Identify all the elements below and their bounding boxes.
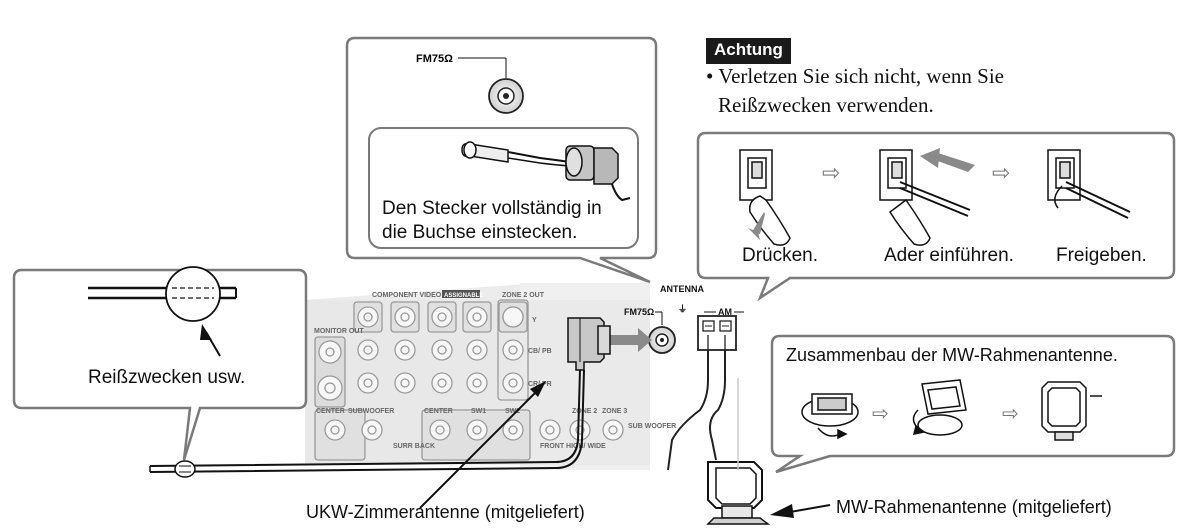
caution-text-block: • Verletzen Sie sich nicht, wenn Sie Rei… xyxy=(706,62,1004,120)
thumbtack-callout xyxy=(12,266,308,461)
thumbtack-icon xyxy=(165,266,221,322)
loop-assembly-title: Zusammenbau der MW-Rahmenantenne. xyxy=(786,345,1118,365)
fm-antenna-cable xyxy=(149,317,652,509)
caution-line2: Reißzwecken verwenden. xyxy=(718,93,934,117)
fm-instruction-line2: die Buchse einstecken. xyxy=(382,222,578,243)
arrow2-icon: ⇨ xyxy=(992,160,1010,185)
insert-step-icon xyxy=(879,148,975,246)
sw1-text: SW1 xyxy=(471,408,486,415)
sub-woofer-text: SUB WOOFER xyxy=(628,423,676,430)
push-steps-callout: ⇨ ⇨ xyxy=(696,131,1176,302)
step-release-label: Freigeben. xyxy=(1056,245,1147,266)
fm-callout: FM75Ω xyxy=(345,36,658,284)
zone2-text: ZONE 2 xyxy=(572,408,597,415)
y-text: Y xyxy=(532,317,537,324)
antenna-terminal: ANTENNA FM75Ω ⏚ AM xyxy=(624,284,744,471)
cb-pb-text: CB/ PB xyxy=(528,348,552,355)
am-antenna-label: MW-Rahmenantenne (mitgeliefert) xyxy=(836,497,1112,517)
center-text: CENTER xyxy=(316,408,345,415)
zone3-text: ZONE 3 xyxy=(602,408,627,415)
caution-line1: Verletzen Sie sich nicht, wenn Sie xyxy=(718,64,1004,88)
receiver-back-panel xyxy=(305,283,650,470)
thumbtack-label: Reißzwecken usw. xyxy=(88,367,246,388)
caution-badge: Achtung xyxy=(706,38,791,64)
loop-assembly-callout: ⇨ ⇨ xyxy=(770,334,1176,474)
step-press-label: Drücken. xyxy=(742,245,819,266)
plug-insertion-icon xyxy=(461,141,631,202)
press-step-icon xyxy=(739,149,791,246)
antenna-text: ANTENNA xyxy=(660,284,704,294)
monitor-out-text: MONITOR OUT xyxy=(314,328,364,335)
component-video-text: COMPONENT VIDEO xyxy=(372,292,442,299)
fm75-panel-text: FM75Ω xyxy=(624,307,654,317)
sw2-text: SW2 xyxy=(505,408,520,415)
center2-text: CENTER xyxy=(424,408,453,415)
loop-step2-icon xyxy=(912,379,967,436)
fm-plug-icon xyxy=(567,317,605,371)
subwoofer-text: SUBWOOFER xyxy=(348,408,394,415)
fm-antenna-label: UKW-Zimmerantenne (mitgeliefert) xyxy=(306,502,585,522)
svg-text:⏚: ⏚ xyxy=(678,304,687,314)
surr-back-text: SURR BACK xyxy=(393,443,435,450)
release-step-icon xyxy=(1047,149,1131,219)
step-insert-label: Ader einführen. xyxy=(884,245,1014,266)
loop-step1-icon xyxy=(801,393,859,440)
am-panel-text: AM xyxy=(718,307,732,317)
arrow1-icon: ⇨ xyxy=(822,160,840,185)
arrow3-icon: ⇨ xyxy=(872,403,889,425)
arrow4-icon: ⇨ xyxy=(1002,403,1019,425)
caution-bullet: • xyxy=(706,64,714,88)
thumbtack-small-icon xyxy=(174,460,196,478)
front-high-wide-text: FRONT HIGH/ WIDE xyxy=(540,443,606,450)
zone2-out-text: ZONE 2 OUT xyxy=(502,292,545,299)
fm75-callout-text: FM75Ω xyxy=(416,53,453,65)
fm-instruction-line1: Den Stecker vollständig in xyxy=(382,198,602,219)
assignable-text: ASSIGNABLE xyxy=(444,293,483,299)
loop-step3-icon xyxy=(1041,381,1102,441)
am-loop-antenna xyxy=(706,461,831,525)
